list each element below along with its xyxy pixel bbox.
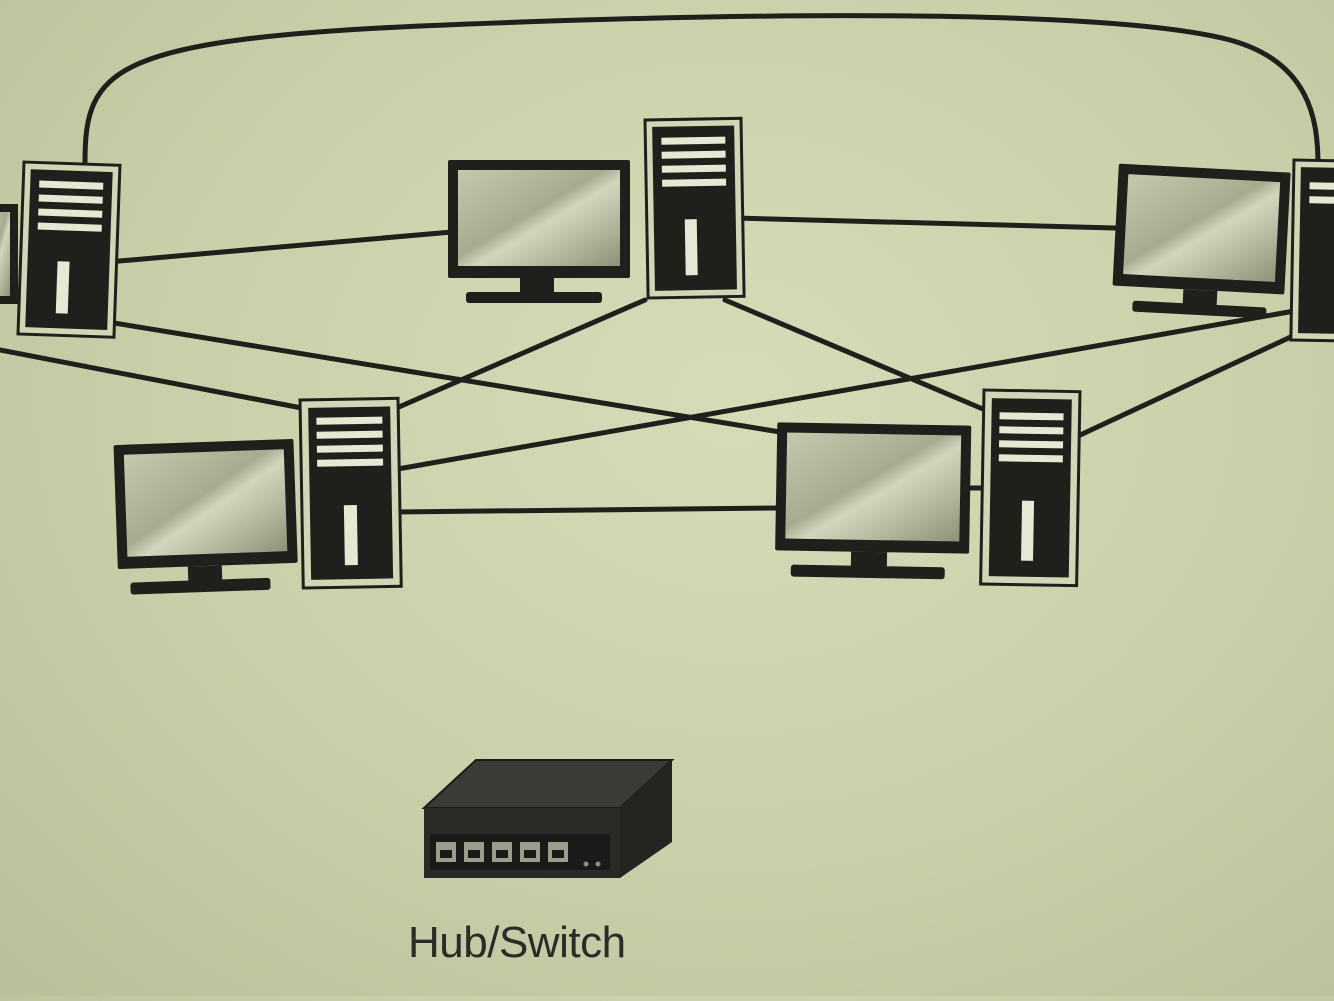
monitor-icon [775, 422, 972, 579]
tower-icon [645, 118, 744, 298]
tower-icon [18, 162, 120, 337]
cable [392, 300, 645, 410]
monitor-icon [448, 160, 630, 303]
cable [108, 232, 452, 262]
monitor-icon [1111, 164, 1290, 320]
tower-icon [300, 398, 401, 588]
partial-monitor-left [0, 204, 18, 304]
monitor-icon [114, 439, 299, 595]
network-switch-icon [424, 760, 672, 878]
cable [0, 350, 312, 410]
cable [108, 322, 780, 432]
tower-icon [981, 390, 1080, 586]
hub-switch-label: Hub/Switch [408, 918, 626, 968]
cable [725, 300, 990, 412]
cable [395, 508, 778, 512]
cable [735, 218, 1115, 228]
tower-icon [1291, 160, 1334, 341]
